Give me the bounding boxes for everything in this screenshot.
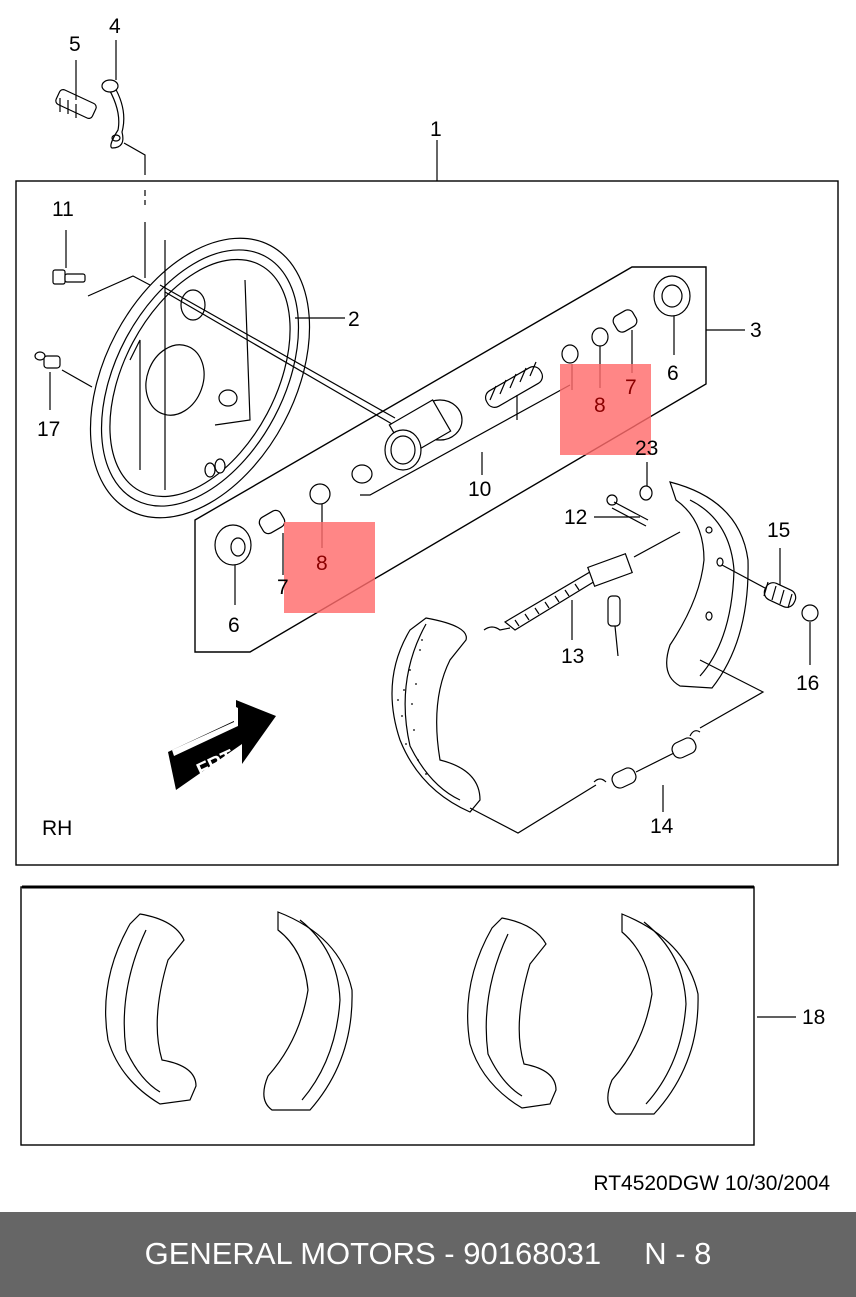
callout-17: 17 (37, 418, 60, 441)
dust-boot-left (214, 524, 252, 566)
highlight-part-8-left (284, 522, 375, 613)
callout-8-right: 8 (594, 394, 606, 417)
callout-6-right: 6 (667, 362, 679, 385)
footer-bar: GENERAL MOTORS - 90168031 N - 8 (0, 1212, 856, 1297)
drawing-reference: RT4520DGW 10/30/2004 (593, 1172, 830, 1195)
callout-2: 2 (348, 308, 360, 331)
brake-hose-fitting (101, 79, 125, 149)
callout-5: 5 (69, 33, 81, 56)
callout-7-left: 7 (277, 576, 289, 599)
return-spring-14 (593, 730, 701, 789)
wheel-cylinder-body (384, 399, 463, 471)
callout-7-right: 7 (625, 376, 637, 399)
shoe-set-shoe-2 (263, 911, 353, 1111)
callout-15: 15 (767, 519, 790, 542)
brake-shoe-right (666, 481, 749, 689)
piston-cup-right (561, 344, 579, 364)
highlight-part-8-right (560, 364, 651, 455)
piston-seal-right (591, 327, 609, 347)
callout-3: 3 (750, 319, 762, 342)
shoe-set-frame (20, 886, 755, 1146)
piston-cup-left (309, 483, 331, 505)
backing-plate (89, 237, 311, 519)
adjuster-ring-23 (639, 485, 653, 501)
callout-11: 11 (52, 198, 74, 221)
front-direction-arrow: FRT (168, 700, 276, 790)
callout-10: 10 (468, 478, 491, 501)
side-label: RH (42, 817, 72, 840)
callout-18: 18 (802, 1006, 825, 1029)
callout-1: 1 (430, 118, 442, 141)
callout-13: 13 (561, 645, 584, 668)
bolt-11 (52, 269, 86, 285)
piston-seal-left-inner (351, 464, 373, 484)
callout-12: 12 (564, 506, 587, 529)
bleeder-cap-17 (34, 351, 61, 369)
piston-right (612, 309, 638, 333)
holddown-spring-15 (763, 581, 797, 609)
callout-16: 16 (796, 672, 819, 695)
shoe-set-shoe-3 (467, 917, 557, 1109)
holddown-cup-16 (801, 604, 819, 622)
callout-6-left: 6 (228, 614, 240, 637)
cylinder-spring (484, 361, 544, 408)
adjuster-lever-spring (607, 595, 621, 657)
shoe-set-shoe-1 (105, 913, 197, 1105)
brake-shoe-left (391, 617, 481, 813)
shoe-set-shoe-4 (607, 913, 699, 1115)
adjuster-strut-13 (483, 552, 633, 631)
piston-left (258, 509, 286, 535)
assembly-frame (15, 180, 839, 866)
callout-14: 14 (650, 815, 674, 838)
footer-part-info: GENERAL MOTORS - 90168031 N - 8 (144, 1236, 712, 1271)
callout-8-left: 8 (316, 552, 328, 575)
holddown-pin-12 (606, 494, 649, 527)
callout-4: 4 (109, 15, 121, 38)
bleeder-screw (55, 89, 97, 119)
callout-23: 23 (635, 437, 658, 460)
dust-boot-right (653, 275, 691, 317)
wheel-cylinder-subframe (194, 266, 707, 653)
